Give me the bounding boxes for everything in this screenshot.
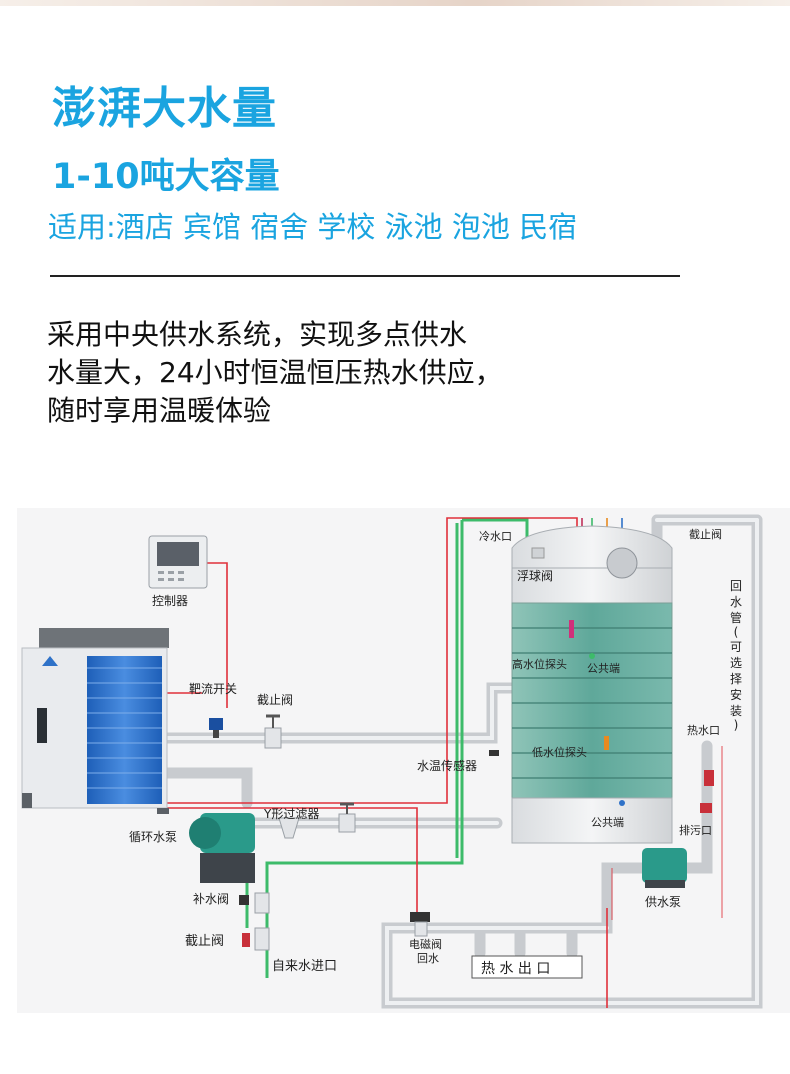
label-return-pipe: 回 水 管 ( 可 选 择 安 装 ) [730, 579, 742, 732]
system-diagram-svg: 控制器 靶流开关 截止阀 循环水泵 Y形过滤器 补水阀 截止阀 自来水进口 冷水… [21, 514, 763, 1009]
stop-valve-1-icon [264, 714, 282, 749]
svg-text:装: 装 [730, 704, 742, 718]
label-flow-switch: 靶流开关 [189, 682, 237, 696]
hot-pipes [611, 746, 723, 920]
svg-text:): ) [734, 718, 739, 732]
label-solenoid-valve: 电磁阀 [409, 937, 442, 951]
svg-text:可: 可 [730, 640, 742, 654]
divider [50, 275, 680, 277]
description-line-3: 随时享用温暖体验 [47, 394, 272, 427]
label-drain-outlet: 排污口 [679, 823, 712, 837]
page-title: 澎湃大水量 [52, 83, 277, 134]
label-return-water: 回水 [417, 952, 439, 965]
label-supply-pump: 供水泵 [645, 895, 681, 909]
controller-device [148, 535, 208, 589]
description-line-1: 采用中央供水系统，实现多点供水 [47, 318, 468, 351]
label-stop-valve-3: 截止阀 [689, 527, 722, 541]
solenoid-valve-icon [410, 912, 430, 937]
label-common-2: 公共端 [591, 816, 624, 829]
svg-text:管: 管 [730, 610, 742, 625]
top-accent-bar [0, 0, 790, 6]
circulation-pump-icon [189, 813, 255, 883]
flow-switch-icon [209, 718, 223, 738]
label-common-1: 公共端 [587, 662, 620, 675]
probe-markers [569, 620, 625, 806]
label-stop-valve-1: 截止阀 [257, 693, 293, 707]
makeup-valve-icon [239, 892, 270, 914]
green-pipes [245, 518, 529, 978]
float-ball-icon [606, 547, 638, 579]
label-stop-valve-2: 截止阀 [185, 934, 224, 949]
label-float-valve: 浮球阀 [517, 569, 553, 583]
water-tank [511, 525, 673, 844]
brand-logo-icon [42, 656, 58, 666]
svg-text:(: ( [734, 625, 739, 639]
label-temp-sensor: 水温传感器 [417, 758, 477, 773]
label-controller: 控制器 [152, 594, 188, 608]
hot-water-out-box [471, 955, 583, 979]
stop-valve-2-icon [338, 802, 356, 833]
label-cold-water-inlet: 冷水口 [479, 530, 512, 543]
label-hot-water-out: 热 水 出 口 [481, 961, 550, 977]
label-circulation-pump: 循环水泵 [129, 830, 177, 844]
label-y-filter: Y形过滤器 [263, 807, 319, 821]
svg-text:择: 择 [730, 672, 742, 686]
y-filter-icon [278, 817, 300, 839]
svg-text:安: 安 [730, 687, 742, 702]
system-diagram: 控制器 靶流开关 截止阀 循环水泵 Y形过滤器 补水阀 截止阀 自来水进口 冷水… [17, 508, 790, 1013]
label-hot-water-outlet: 热水口 [687, 724, 720, 737]
label-low-level-probe: 低水位探头 [532, 745, 587, 759]
svg-text:水: 水 [730, 595, 742, 609]
hot-water-valve-icon [700, 770, 714, 813]
supply-pump-icon [642, 848, 687, 888]
description: 采用中央供水系统，实现多点供水 水量大，24小时恒温恒压热水供应， 随时享用温暖… [47, 316, 503, 430]
label-tap-water-inlet: 自来水进口 [272, 959, 337, 974]
label-high-level-probe: 高水位探头 [512, 657, 567, 671]
heat-pump-unit [21, 628, 169, 814]
svg-text:回: 回 [730, 579, 742, 593]
usage-line: 适用:酒店 宾馆 宿舍 学校 泳池 泡池 民宿 [48, 210, 578, 244]
description-line-2: 水量大，24小时恒温恒压热水供应， [47, 356, 503, 389]
temp-sensor-icon [489, 750, 499, 756]
svg-text:选: 选 [730, 656, 742, 670]
label-makeup-valve: 补水阀 [193, 892, 229, 906]
stop-valve-3-icon [242, 927, 270, 951]
page-subtitle: 1-10吨大容量 [52, 157, 280, 197]
